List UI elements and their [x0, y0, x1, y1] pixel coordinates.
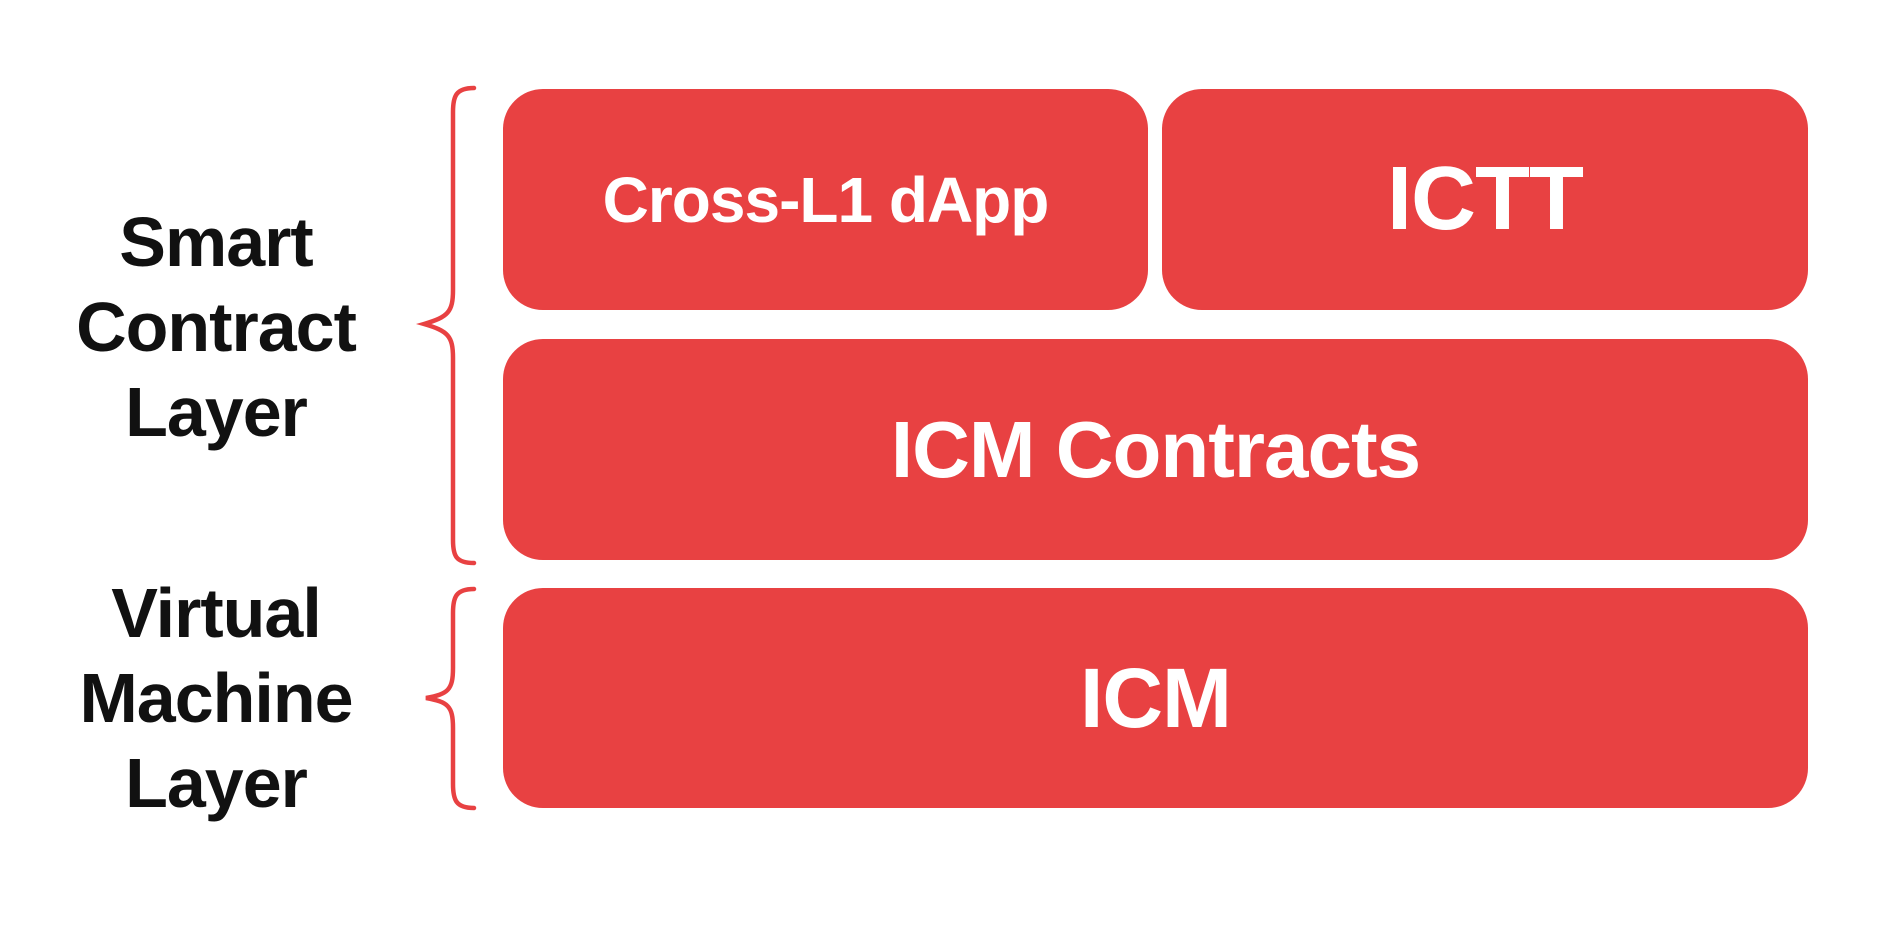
label-line: Layer — [125, 373, 308, 451]
virtual-machine-layer-label: Virtual Machine Layer — [16, 571, 416, 826]
cross-l1-dapp-box-label: Cross-L1 dApp — [602, 163, 1050, 236]
label-line: Contract — [76, 288, 357, 366]
icm-contracts-box: ICM Contracts — [503, 339, 1808, 560]
icm-box-label: ICM — [1080, 650, 1232, 745]
ictt-box-label: ICTT — [1387, 149, 1584, 249]
label-line: Layer — [125, 744, 308, 822]
brace-icon-virtual-machine-layer — [425, 586, 477, 811]
icm-contracts-box-label: ICM Contracts — [890, 404, 1421, 494]
brace-icon-smart-contract-layer — [415, 85, 477, 566]
label-line: Smart — [119, 203, 313, 281]
cross-l1-dapp-box: Cross-L1 dApp — [503, 89, 1148, 310]
ictt-box: ICTT — [1162, 89, 1808, 310]
label-line: Virtual — [111, 574, 322, 652]
smart-contract-layer-label: Smart Contract Layer — [16, 200, 416, 455]
label-line: Machine — [79, 659, 353, 737]
icm-box: ICM — [503, 588, 1808, 808]
